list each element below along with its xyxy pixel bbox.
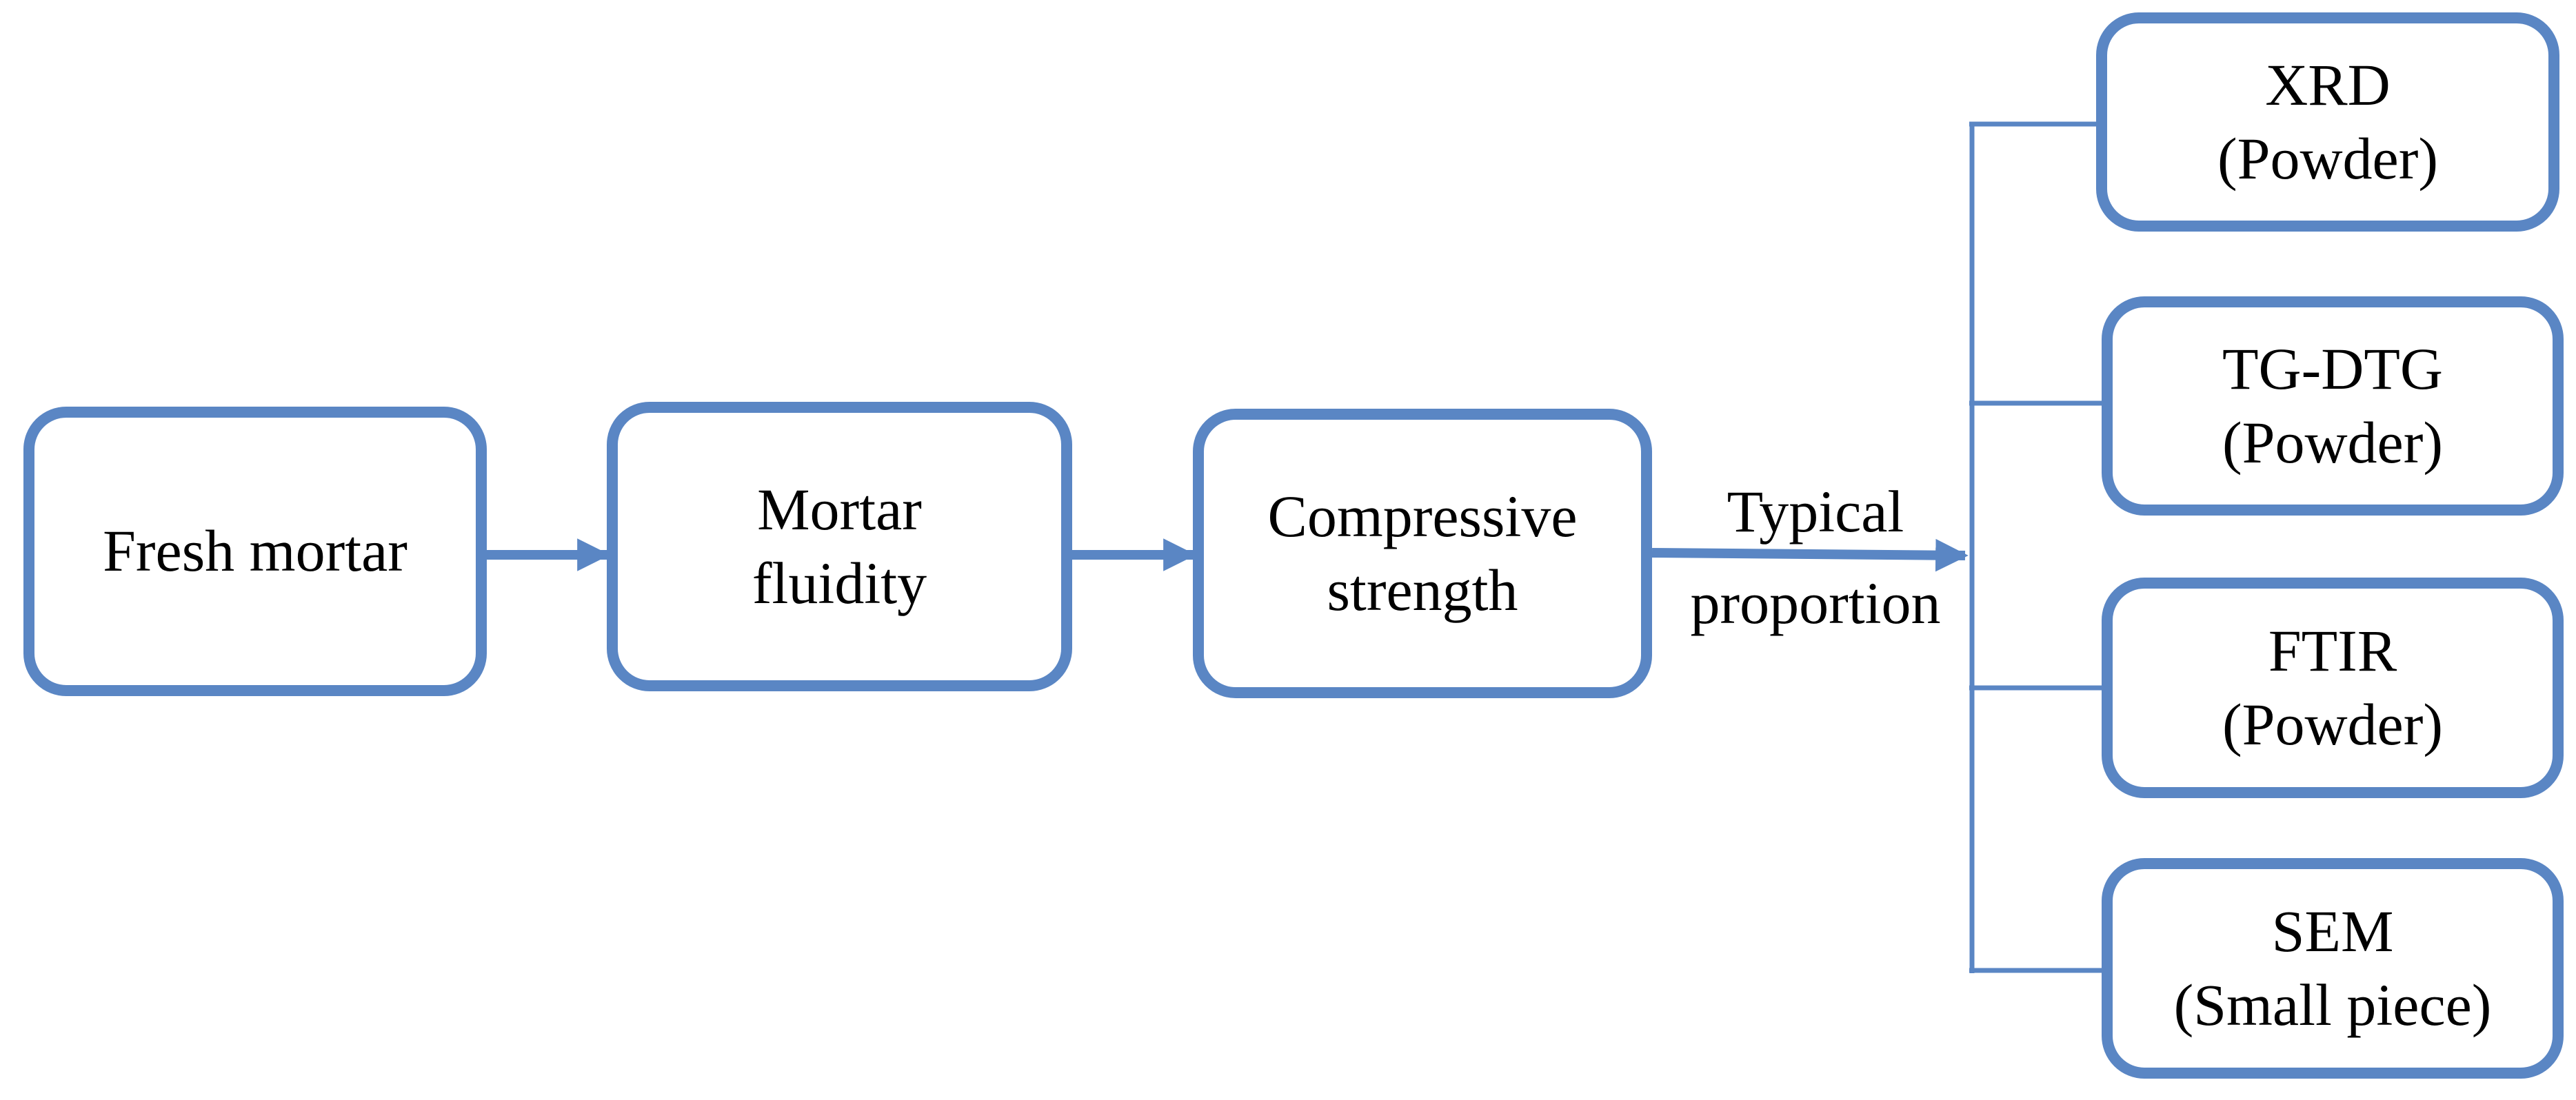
tg-dtg-label-line1: TG-DTG <box>2222 335 2444 402</box>
xrd-box: XRD (Powder) <box>2096 12 2559 232</box>
tg-dtg-label-line2: (Powder) <box>2222 409 2444 476</box>
xrd-label-line2: (Powder) <box>2217 125 2439 192</box>
mortar-fluidity-label-line1: Mortar <box>757 476 922 542</box>
ftir-label-line1: FTIR <box>2268 617 2397 684</box>
xrd-label-line1: XRD <box>2265 51 2391 118</box>
sem-box: SEM (Small piece) <box>2102 858 2564 1079</box>
fresh-mortar-box: Fresh mortar <box>23 407 487 696</box>
ftir-label-line2: (Powder) <box>2222 691 2444 757</box>
compressive-strength-label-line1: Compressive <box>1267 482 1578 549</box>
sem-label-line2: (Small piece) <box>2173 972 2492 1038</box>
fresh-mortar-label: Fresh mortar <box>103 518 407 584</box>
ftir-box: FTIR (Powder) <box>2102 578 2564 798</box>
edge-label-typical-proportion: Typical proportion <box>1666 466 1965 650</box>
edge-label-line1: Typical <box>1727 478 1904 544</box>
compressive-strength-label-line2: strength <box>1327 557 1518 623</box>
tg-dtg-box: TG-DTG (Powder) <box>2102 296 2564 516</box>
arrow-strength-to-tests <box>1651 538 1969 572</box>
compressive-strength-box: Compressive strength <box>1193 409 1652 698</box>
mortar-fluidity-label-line2: fluidity <box>752 550 927 616</box>
edge-label-line2: proportion <box>1690 570 1941 637</box>
sem-label-line1: SEM <box>2271 897 2394 964</box>
mortar-fluidity-box: Mortar fluidity <box>607 402 1072 691</box>
